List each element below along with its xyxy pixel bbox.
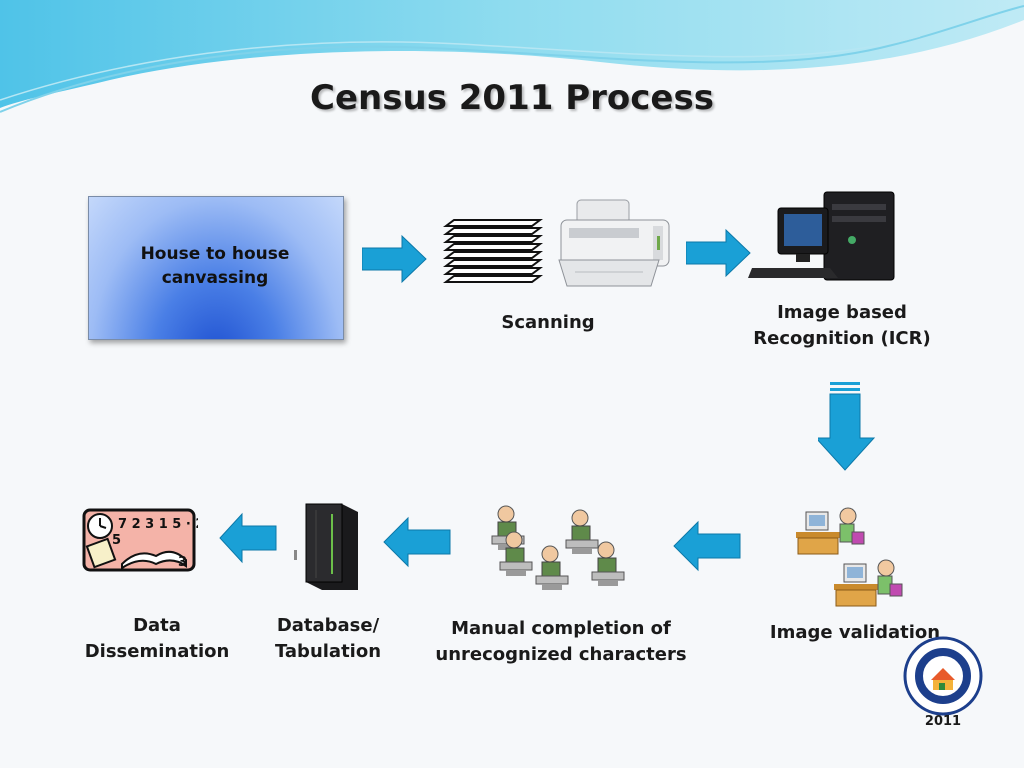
manual-workers-icon	[491, 505, 625, 591]
manual-completion-label: Manual completion of unrecognized charac…	[435, 618, 687, 665]
dissemination-label: Data Dissemination	[84, 615, 230, 662]
database-label: Database/ Tabulation	[274, 615, 382, 662]
dissemination-icon: 7 2 3 1 5 · 2 5 3	[82, 508, 198, 572]
arrow-left-icon	[219, 512, 277, 564]
arrow-left-icon	[673, 520, 741, 572]
validation-workers-icon	[796, 507, 903, 607]
arrow-right-icon	[362, 234, 427, 284]
logo-year: 2011	[925, 714, 961, 729]
svg-text:5: 5	[112, 533, 121, 548]
svg-text:3: 3	[178, 555, 187, 570]
header-wave	[0, 0, 1024, 113]
svg-text:7 2 3 1 5 · 2: 7 2 3 1 5 · 2	[118, 517, 198, 532]
arrow-down-icon	[818, 382, 876, 471]
icr-label: Image based Recognition (ICR)	[753, 302, 931, 349]
validation-label: Image validation	[769, 622, 941, 643]
scanner-icon	[558, 199, 670, 287]
scanning-label: Scanning	[501, 312, 595, 333]
canvassing-label: House to house canvassing	[140, 244, 290, 288]
computer-icon	[748, 191, 895, 281]
paper-stack-icon	[443, 219, 543, 283]
canvassing-box	[88, 196, 344, 340]
page-title: Census 2011 Process	[310, 78, 714, 118]
census-logo: 2011	[903, 636, 983, 729]
server-icon	[294, 503, 358, 590]
arrow-right-icon	[686, 228, 751, 278]
arrow-left-icon	[383, 516, 451, 568]
